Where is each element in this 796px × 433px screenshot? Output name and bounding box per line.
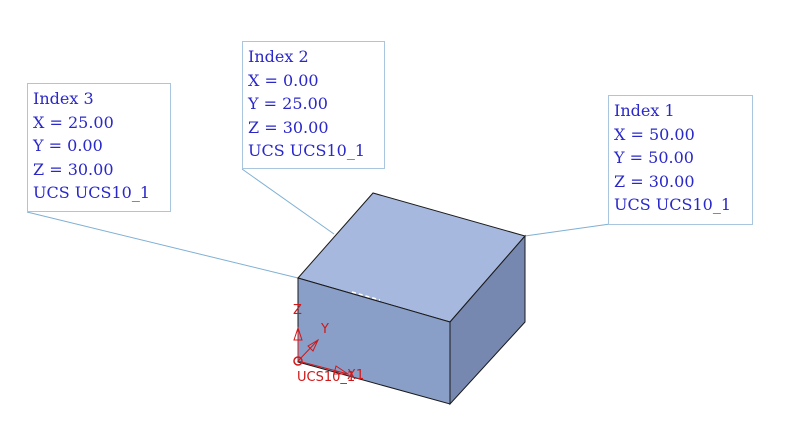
ucs-y-arrow-icon — [307, 338, 320, 352]
annotation-ucs-value: UCS UCS10_1 — [614, 195, 731, 214]
annotation-z-value: Z = 30.00 — [614, 171, 695, 191]
annotation-y-value: Y = 0.00 — [33, 136, 103, 155]
annotation-index-label: Index 2 — [248, 47, 309, 66]
annotation-y-value: Y = 25.00 — [248, 94, 328, 113]
annotation-index-3[interactable]: Index 3 X = 25.00 Y = 0.00 Z = 30.00 UCS… — [27, 83, 171, 212]
annotation-y-value: Y = 50.00 — [614, 148, 694, 167]
annotation-x-value: X = 50.00 — [614, 124, 695, 144]
box-solid[interactable] — [297, 192, 526, 406]
ucs-x-axis — [297, 360, 349, 375]
ucs-z-arrow-icon — [293, 326, 303, 341]
annotation-ucs-value: UCS UCS10_1 — [248, 141, 365, 160]
ucs-x-label: X1 — [347, 368, 364, 383]
annotation-z-value: Z = 30.00 — [33, 159, 114, 179]
annotation-x-value: X = 0.00 — [248, 70, 319, 90]
leader-line-index-1 — [524, 223, 611, 237]
ucs-triad[interactable]: Z Y X1 UCS10_1 — [293, 303, 364, 385]
ucs-x-arrow-icon — [333, 365, 350, 375]
ucs-z-label: Z — [293, 303, 302, 318]
ucs-y-axis — [297, 339, 319, 362]
annotation-x-value: X = 25.00 — [33, 112, 114, 132]
annotation-ucs-value: UCS UCS10_1 — [33, 183, 150, 202]
annotation-index-label: Index 3 — [33, 89, 94, 108]
box-top-edge-highlight — [351, 291, 381, 301]
ucs-name-label: UCS10_1 — [297, 370, 355, 385]
annotation-index-label: Index 1 — [614, 101, 675, 120]
annotation-z-value: Z = 30.00 — [248, 117, 329, 137]
leader-line-index-3 — [26, 211, 299, 279]
annotation-index-1[interactable]: Index 1 X = 50.00 Y = 50.00 Z = 30.00 UC… — [608, 95, 753, 225]
box-side-face[interactable] — [449, 234, 526, 406]
ucs-y-label: Y — [320, 322, 329, 337]
leader-line-index-2 — [241, 168, 335, 235]
annotation-index-2[interactable]: Index 2 X = 0.00 Y = 25.00 Z = 30.00 UCS… — [242, 41, 385, 169]
